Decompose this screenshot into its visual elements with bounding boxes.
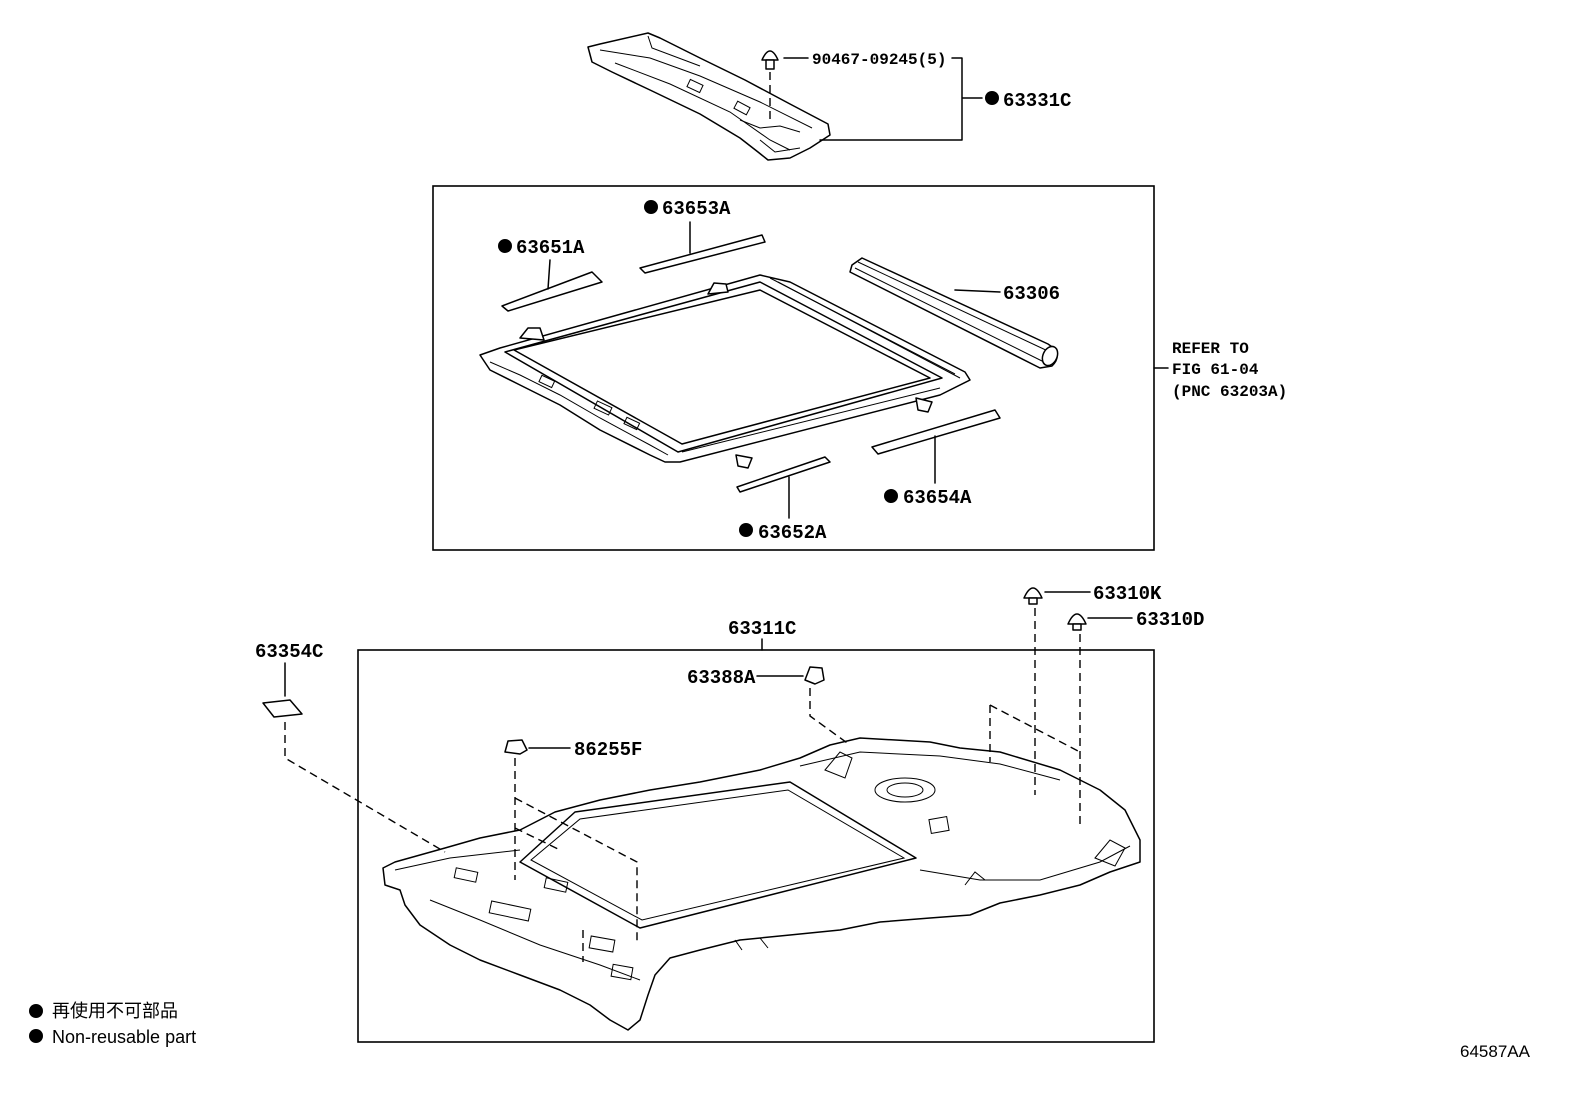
callout-63651a[interactable]: 63651A (516, 237, 585, 259)
legend-bullet-icon (29, 1004, 43, 1018)
callout-90467-09245[interactable]: 90467-09245(5) (812, 51, 946, 69)
headliner-group-box (357, 649, 1155, 1043)
non-reusable-bullet-icon (739, 523, 753, 537)
callout-63306[interactable]: 63306 (1003, 283, 1060, 305)
clip-63310d-icon[interactable] (1067, 613, 1087, 631)
callout-63388a[interactable]: 63388A (687, 667, 756, 689)
refer-to-line1[interactable]: REFER TO (1172, 340, 1249, 358)
seal-strip-63652a-part[interactable] (736, 456, 831, 493)
dashed-guide-rear (989, 704, 1081, 762)
non-reusable-bullet-icon (644, 200, 658, 214)
callout-63652a[interactable]: 63652A (758, 522, 827, 544)
callout-63310k[interactable]: 63310K (1093, 583, 1162, 605)
legend-jp: 再使用不可部品 (52, 1001, 178, 1021)
dashed-leader-86255f (514, 758, 638, 945)
sunroof-housing-frame-part[interactable] (479, 274, 971, 469)
legend-en: Non-reusable part (52, 1027, 196, 1047)
callout-63311c[interactable]: 63311C (728, 618, 796, 640)
leader-63651a (547, 259, 551, 290)
clip-63388a-icon[interactable] (804, 666, 825, 685)
legend-bullet-icon (29, 1029, 43, 1043)
callout-63354c[interactable]: 63354C (255, 641, 323, 663)
callout-86255f[interactable]: 86255F (574, 739, 642, 761)
seal-strip-63653a-part[interactable] (639, 234, 766, 274)
clip-90467-icon[interactable] (761, 50, 779, 70)
non-reusable-bullet-icon (498, 239, 512, 253)
headliner-63311c-part[interactable] (382, 737, 1141, 1031)
pad-63354c-part[interactable] (262, 699, 303, 718)
clip-86255f-icon[interactable] (504, 739, 528, 755)
dashed-leader-63354c (284, 722, 446, 853)
callout-63654a[interactable]: 63654A (903, 487, 972, 509)
deflector-strip-63651a-part[interactable] (501, 271, 603, 312)
clip-63310k-icon[interactable] (1023, 587, 1043, 605)
refer-to-line2[interactable]: FIG 61-04 (1172, 361, 1259, 379)
refer-to-line3[interactable]: (PNC 63203A) (1172, 383, 1287, 401)
non-reusable-bullet-icon (985, 91, 999, 105)
garnish-bracket-line (819, 57, 983, 141)
dashed-leader-63388a (809, 688, 851, 746)
roof-rail-garnish-part[interactable] (587, 32, 831, 161)
leader-63306 (954, 289, 1001, 293)
callout-63310d[interactable]: 63310D (1136, 609, 1204, 631)
callout-63331c[interactable]: 63331C (1003, 90, 1071, 112)
non-reusable-bullet-icon (884, 489, 898, 503)
figure-id: 64587AA (1460, 1042, 1531, 1061)
callout-63653a[interactable]: 63653A (662, 198, 731, 220)
seal-strip-63654a-part[interactable] (871, 409, 1001, 455)
sunshade-roller-63306-part[interactable] (849, 257, 1061, 369)
